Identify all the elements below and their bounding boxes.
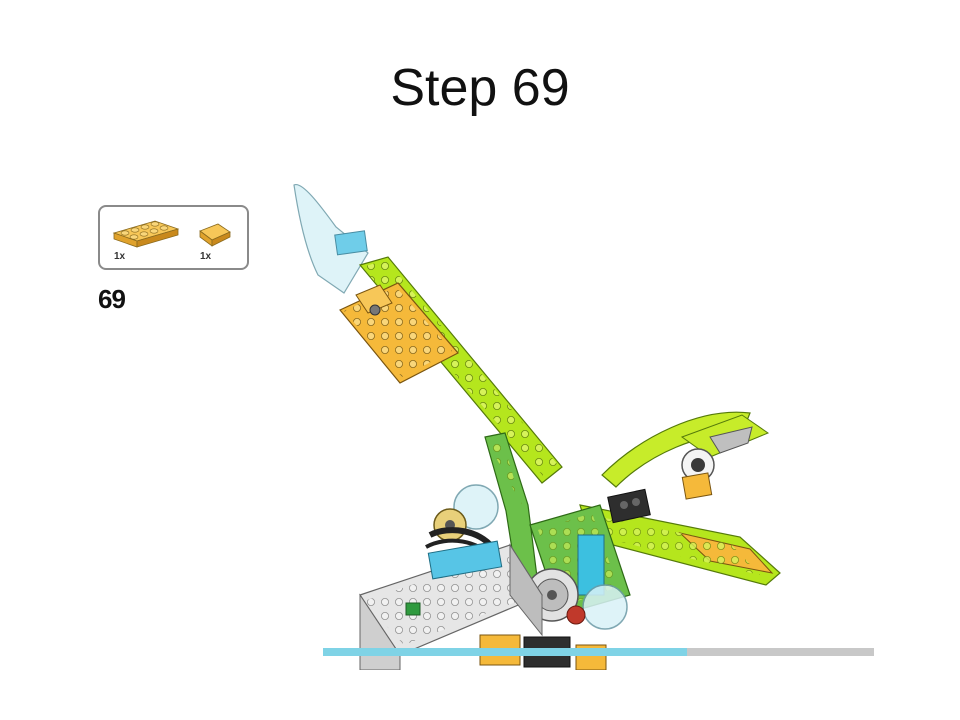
yellow-plate-wing xyxy=(339,282,459,384)
plate-2x4-icon xyxy=(112,220,180,248)
slope-tile-icon xyxy=(199,223,231,247)
black-connector xyxy=(607,488,651,524)
step-number: 69 xyxy=(98,284,126,314)
parts-illustration xyxy=(112,220,231,248)
part-count-slope: 1x xyxy=(200,251,212,262)
progress-bar xyxy=(323,648,874,656)
progress-fill xyxy=(323,648,687,656)
parts-callout: 1x 1x xyxy=(98,205,249,270)
part-count-plate: 1x xyxy=(114,251,126,262)
right-wing xyxy=(579,411,781,586)
clear-wing-tip xyxy=(293,184,369,294)
slide-title: Step 69 xyxy=(390,59,570,117)
lego-model-illustration xyxy=(280,175,820,670)
